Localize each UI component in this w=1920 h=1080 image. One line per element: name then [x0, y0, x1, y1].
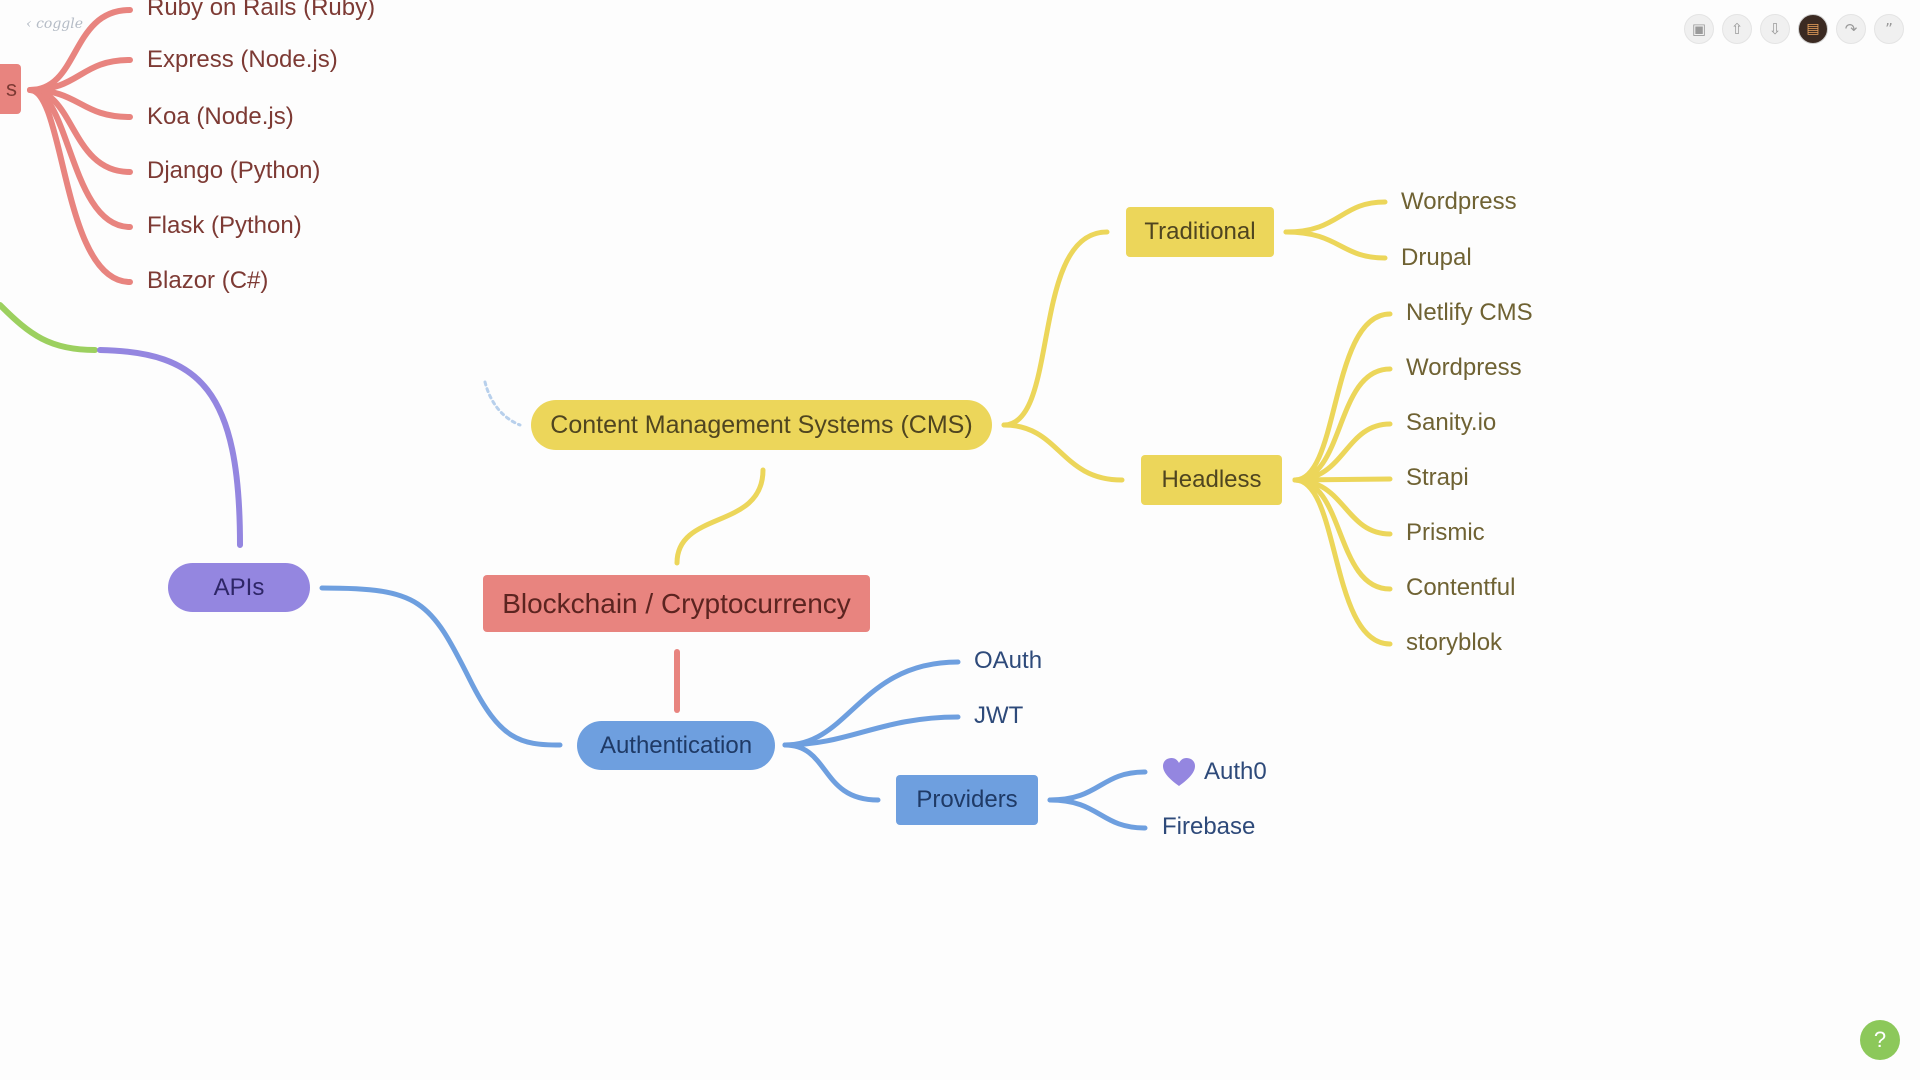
edge-head-netlify [1292, 311, 1393, 483]
leaf-strapi[interactable]: Strapi [1406, 464, 1469, 491]
leaf-oauth[interactable]: OAuth [974, 647, 1043, 674]
edge-green [0, 302, 98, 353]
edge-apis-auth [319, 585, 563, 748]
node-providers[interactable]: Providers [896, 775, 1038, 825]
leaf-headless-wordpress[interactable]: Wordpress [1406, 354, 1522, 381]
leaf-express[interactable]: Express (Node.js) [147, 46, 338, 73]
partial-red-node[interactable]: s [0, 64, 21, 114]
node-apis-label: APIs [213, 573, 265, 601]
edge-cms-headless [1001, 422, 1125, 483]
leaf-blazor[interactable]: Blazor (C#) [147, 267, 269, 294]
heart-icon [1163, 758, 1195, 786]
node-apis[interactable]: APIs [168, 563, 310, 612]
edge-trad-wordpress [1283, 199, 1388, 235]
leaf-koa[interactable]: Koa (Node.js) [147, 103, 294, 130]
edge-trad-drupal [1283, 229, 1388, 261]
node-headless-label: Headless [1161, 466, 1262, 493]
edge-apis [97, 347, 243, 548]
leaf-prismic[interactable]: Prismic [1406, 519, 1485, 546]
edge-blazor [27, 87, 133, 285]
edge-auth-jwt [782, 714, 961, 748]
edge-auth-providers [782, 742, 881, 803]
leaf-jwt[interactable]: JWT [974, 702, 1024, 729]
leaf-drupal[interactable]: Drupal [1401, 244, 1472, 271]
node-blockchain-label: Blockchain / Cryptocurrency [502, 587, 851, 619]
edge-prov-auth0 [1047, 769, 1148, 803]
leaf-netlify-cms[interactable]: Netlify CMS [1406, 299, 1533, 326]
node-traditional-label: Traditional [1144, 218, 1256, 245]
partial-red-node-label: s [6, 76, 17, 101]
back-to-coggle-link[interactable]: ‹ coggle [26, 16, 83, 32]
node-cms-label: Content Management Systems (CMS) [550, 410, 973, 439]
leaf-django[interactable]: Django (Python) [147, 157, 321, 184]
quote-icon[interactable]: ” [1874, 14, 1904, 44]
edge-dotted-arc [483, 380, 522, 427]
help-label: ? [1873, 1027, 1887, 1052]
edge-blockchain-cms [674, 467, 766, 566]
help-button[interactable]: ? [1860, 1020, 1900, 1060]
leaf-auth0-label: Auth0 [1204, 758, 1267, 785]
upload-arrow-icon[interactable]: ⇧ [1722, 14, 1752, 44]
monitor-icon[interactable]: ▣ [1684, 14, 1714, 44]
back-label: coggle [36, 16, 84, 32]
leaf-sanity[interactable]: Sanity.io [1406, 409, 1497, 436]
edge-head-contentful [1292, 477, 1393, 592]
node-blockchain[interactable]: Blockchain / Cryptocurrency [483, 575, 870, 632]
user-avatar-icon[interactable]: ▤ [1798, 14, 1828, 44]
edge-prov-firebase [1047, 797, 1148, 831]
node-providers-label: Providers [916, 786, 1018, 813]
download-arrow-icon[interactable]: ⇩ [1760, 14, 1790, 44]
leaf-flask[interactable]: Flask (Python) [147, 212, 302, 239]
leaf-traditional-wordpress[interactable]: Wordpress [1401, 188, 1517, 215]
edge-head-storyblok [1292, 477, 1393, 647]
node-authentication[interactable]: Authentication [577, 721, 775, 770]
node-traditional[interactable]: Traditional [1126, 207, 1274, 257]
leaf-firebase[interactable]: Firebase [1162, 813, 1256, 840]
leaf-storyblok[interactable]: storyblok [1406, 629, 1503, 656]
node-authentication-label: Authentication [599, 731, 753, 759]
top-toolbar: ▣ ⇧ ⇩ ▤ ↷ ” [1684, 14, 1904, 44]
node-headless[interactable]: Headless [1141, 455, 1282, 505]
history-icon[interactable]: ↷ [1836, 14, 1866, 44]
chevron-left-icon: ‹ [26, 16, 32, 32]
edge-cms-traditional [1001, 229, 1110, 428]
node-cms[interactable]: Content Management Systems (CMS) [531, 400, 992, 450]
leaf-ruby-on-rails[interactable]: Ruby on Rails (Ruby) [147, 0, 376, 21]
edge-auth-oauth [782, 659, 961, 748]
leaf-contentful[interactable]: Contentful [1406, 574, 1516, 601]
leaf-auth0[interactable]: Auth0 [1162, 757, 1267, 787]
